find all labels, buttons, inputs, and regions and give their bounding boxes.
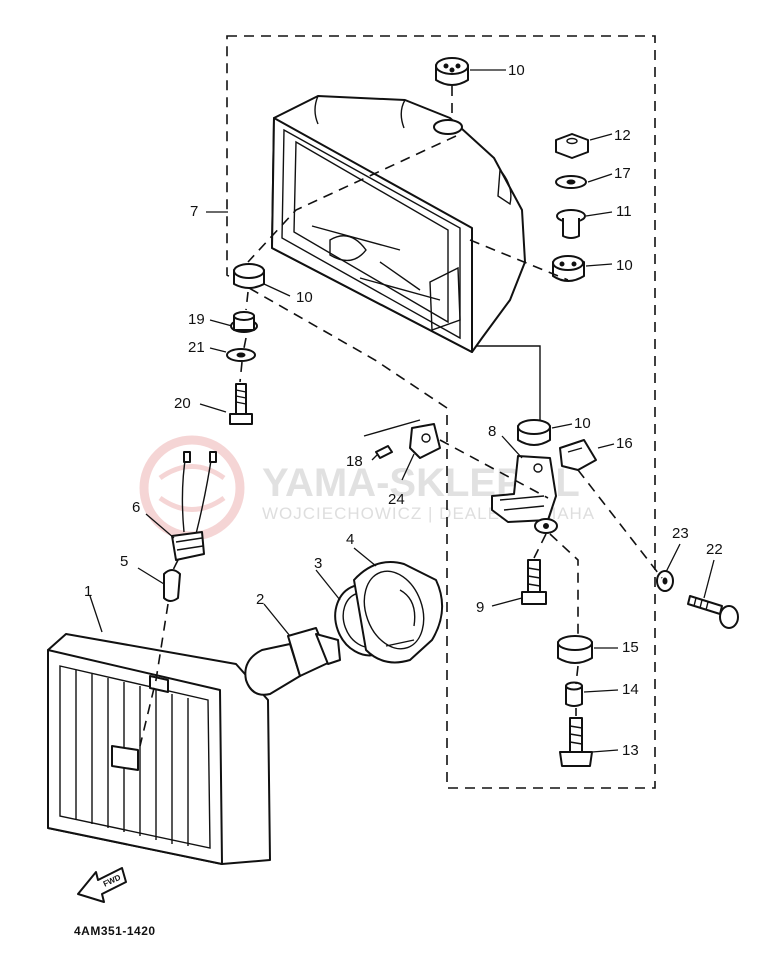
headlight-housing-part (271, 95, 526, 353)
grommet-right-part (552, 255, 585, 282)
screw-part-18 (375, 445, 393, 459)
screw-part-9 (521, 559, 547, 605)
forward-direction-icon: FWD (77, 867, 127, 903)
nut-part-12 (555, 133, 589, 159)
holder-part-4 (353, 561, 444, 664)
clip-part-16 (559, 439, 597, 471)
callout-13: 13 (622, 742, 639, 759)
grommet-part-15 (557, 635, 593, 664)
bulb-part-5 (163, 569, 181, 602)
socket-part-6 (171, 451, 217, 561)
callout-18: 18 (346, 453, 363, 470)
callout-15: 15 (622, 639, 639, 656)
bolt-part-20 (229, 383, 253, 425)
callout-9: 9 (476, 599, 484, 616)
callout-11: 11 (616, 203, 632, 220)
collar-part-19 (230, 311, 258, 333)
callout-20: 20 (174, 395, 191, 412)
callout-1: 1 (84, 583, 92, 600)
callout-22: 22 (706, 541, 723, 558)
callout-16: 16 (616, 435, 633, 452)
callout-23: 23 (672, 525, 689, 542)
diagram-code: 4AM351-1420 (74, 924, 156, 938)
collar-part-14 (565, 681, 583, 707)
callout-6: 6 (132, 499, 140, 516)
callout-10-left: 10 (296, 289, 313, 306)
watermark-logo-icon (139, 435, 245, 541)
bracket-part-8 (491, 455, 558, 534)
leader-lines (89, 69, 715, 753)
callout-10-bracket: 10 (574, 415, 591, 432)
housing-group-boundary (226, 35, 656, 789)
callout-5: 5 (120, 553, 128, 570)
callout-labels: 1 2 3 4 5 6 7 8 9 10 10 10 10 11 12 13 1… (84, 62, 723, 759)
callout-12: 12 (614, 127, 631, 144)
callout-14: 14 (622, 681, 639, 698)
callout-21: 21 (188, 339, 205, 356)
callout-17: 17 (614, 165, 631, 182)
callout-7: 7 (190, 203, 198, 220)
grommet-bracket-part (517, 419, 551, 446)
callout-8: 8 (488, 423, 496, 440)
assembly-lines (139, 86, 663, 747)
callout-10-right: 10 (616, 257, 633, 274)
callout-2: 2 (256, 591, 264, 608)
bulb-part-2 (244, 627, 341, 696)
callout-3: 3 (314, 555, 322, 572)
washer-part-23 (656, 570, 674, 592)
lens-unit-part-1 (47, 633, 271, 865)
washer-part-17 (555, 175, 587, 189)
collar-part-11 (556, 209, 586, 239)
grommet-top-part (435, 57, 469, 86)
washer-part-21 (226, 348, 256, 362)
nut-part-24 (409, 423, 441, 459)
grommet-left-part (233, 263, 265, 289)
callout-4: 4 (346, 531, 354, 548)
callout-10-top: 10 (508, 62, 525, 79)
callout-24: 24 (388, 491, 405, 508)
callout-19: 19 (188, 311, 205, 328)
bolt-part-22 (687, 595, 739, 629)
bolt-part-13 (559, 717, 593, 767)
